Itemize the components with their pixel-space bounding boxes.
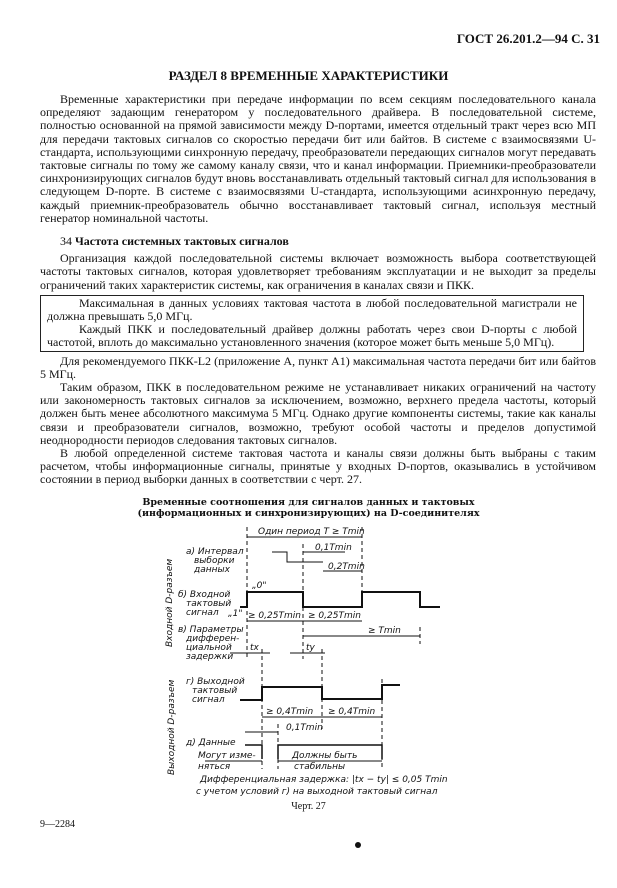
requirement: Максимальная в данных условиях тактовая … [47,295,577,324]
data-signal-left [245,743,263,759]
label-tx: tx [250,643,260,653]
timing-diagram: Входной D-разъем Выходной D-разъем Один … [165,526,448,797]
paragraph: Для рекомендуемого ПКК-L2 (приложение А,… [40,353,596,381]
label-01tmin: 0,1Tmin [315,543,352,553]
figure-title-1: Временные соотношения для сигналов данны… [142,496,475,508]
period-label: Один период T ≥ Tmin [258,527,365,537]
subsection-heading: 34 Частота системных тактовых сигналов [60,234,596,249]
label-must-be-stable: Должны быть [291,751,357,761]
label-g: тактовый [192,686,237,696]
paragraph: Таким образом, ПКК в последовательном ре… [40,380,596,447]
level-0: „0" [252,581,267,591]
label-d: д) Данные [185,738,236,748]
label-may-change: Могут изме- [198,751,256,761]
label-025tmin: ≥ 0,25Tmin [308,611,361,621]
paragraph: В любой определенной системе тактовая ча… [40,446,596,487]
scan-dot [355,842,361,848]
input-connector-label: Входной D-разъем [165,558,175,646]
input-clock-signal [240,590,440,608]
output-clock-signal [240,683,400,701]
section-title: РАЗДЕЛ 8 ВРЕМЕННЫЕ ХАРАКТЕРИСТИКИ [168,68,449,83]
label-v: в) Параметры [178,625,244,635]
label-b: сигнал [186,608,219,618]
differential-delay-note: с учетом условий г) на выходной тактовый… [196,787,438,797]
label-must-be-stable: стабильны [294,762,345,772]
label-v: задержки [186,652,233,662]
subsection-title: Частота системных тактовых сигналов [75,234,289,249]
label-ty: ty [306,643,316,653]
label-g: г) Выходной [186,677,245,687]
label-a: выборки [194,556,235,566]
label-02tmin: 0,2Tmin [328,562,365,572]
level-1: „1" [228,609,243,619]
figure-title-2: (информационных и синхронизирующих) на D… [137,507,480,519]
output-connector-label: Выходной D-разъем [167,679,177,775]
differential-delay-note: Дифференциальная задержка: |tx − ty| ≤ 0… [199,775,448,785]
paragraph: Организация каждой последовательной сист… [40,251,596,292]
label-01tmin: 0,1Tmin [286,723,323,733]
label-may-change: няться [198,762,231,772]
figure: Временные соотношения для сигналов данны… [40,497,596,813]
page-footer: 9—2284 [40,818,75,830]
label-v: дифферен- [185,634,239,644]
label-a: данных [193,565,231,575]
label-v: циальной [186,643,232,653]
data-signal [277,743,383,759]
page-content: ГОСТ 26.201.2—94 С. 31 РАЗДЕЛ 8 ВРЕМЕННЫ… [40,31,600,831]
subsection-number: 34 [60,234,72,249]
label-04tmin: ≥ 0,4Tmin [266,707,313,717]
figure-caption: Черт. 27 [291,800,326,812]
label-b: тактовый [186,599,231,609]
label-tmin: ≥ Tmin [368,626,401,636]
label-a: а) Интервал [186,547,244,557]
page-header: ГОСТ 26.201.2—94 С. 31 [456,31,600,46]
label-b: б) Входной [178,590,231,600]
requirement-box: Максимальная в данных условиях тактовая … [40,294,584,352]
label-g: сигнал [192,695,225,705]
sampling-interval-line [272,551,323,563]
requirement: Каждый ПКК и последовательный драйвер до… [47,322,577,350]
label-04tmin: ≥ 0,4Tmin [328,707,375,717]
label-025tmin: ≥ 0,25Tmin [248,611,301,621]
paragraph: Временные характеристики при передаче ин… [40,92,596,225]
